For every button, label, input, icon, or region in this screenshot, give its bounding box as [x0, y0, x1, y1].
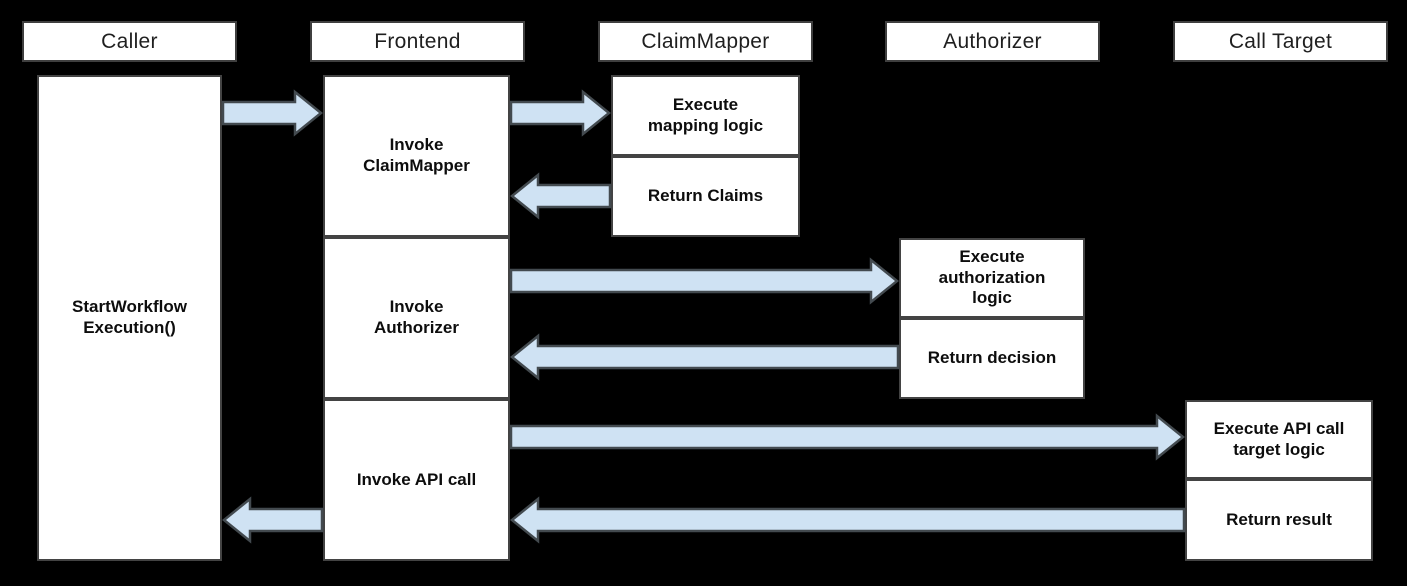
- lane-header-claimmapper: ClaimMapper: [598, 21, 813, 62]
- step-calltarget-execute-api-call-target-logic: Execute API call target logic: [1185, 400, 1373, 479]
- lane-header-frontend: Frontend: [310, 21, 525, 62]
- arrow-claimmapper-to-frontend: [510, 172, 612, 220]
- arrow-frontend-to-call-target: [509, 413, 1185, 461]
- arrow-authorizer-to-frontend: [510, 333, 900, 381]
- step-calltarget-return-result: Return result: [1185, 479, 1373, 561]
- step-claimmapper-return-claims: Return Claims: [611, 156, 800, 237]
- step-frontend-invoke-claimmapper: Invoke ClaimMapper: [323, 75, 510, 237]
- arrow-frontend-to-authorizer: [509, 257, 899, 305]
- step-frontend-invoke-api-call: Invoke API call: [323, 399, 510, 561]
- step-authorizer-return-decision: Return decision: [899, 318, 1085, 399]
- step-frontend-invoke-authorizer: Invoke Authorizer: [323, 237, 510, 399]
- arrow-frontend-to-claimmapper: [509, 89, 611, 137]
- step-authorizer-execute-authorization-logic: Execute authorization logic: [899, 238, 1085, 318]
- lane-header-caller: Caller: [22, 21, 237, 62]
- arrow-call-target-to-frontend: [510, 496, 1186, 544]
- arrow-frontend-to-caller: [222, 496, 324, 544]
- lane-header-call-target: Call Target: [1173, 21, 1388, 62]
- step-caller-startworkflowexecution: StartWorkflow Execution(): [37, 75, 222, 561]
- lane-header-authorizer: Authorizer: [885, 21, 1100, 62]
- arrow-caller-to-frontend: [221, 89, 323, 137]
- step-claimmapper-execute-mapping-logic: Execute mapping logic: [611, 75, 800, 156]
